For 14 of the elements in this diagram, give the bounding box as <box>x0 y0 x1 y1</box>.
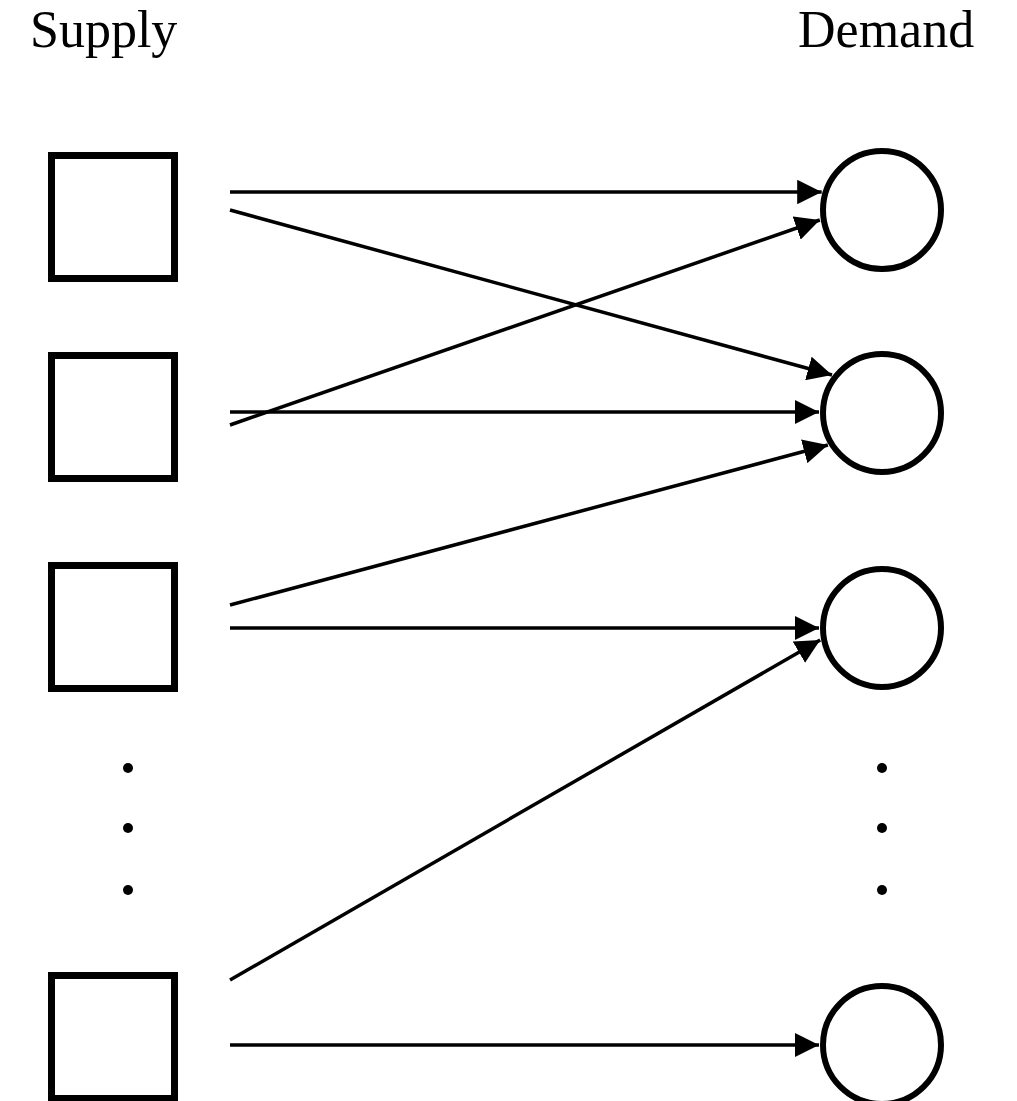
supply-square <box>48 562 178 692</box>
arrow <box>229 638 822 982</box>
arrow <box>230 179 822 205</box>
column-heading: Demand <box>798 4 975 56</box>
arrow <box>229 208 833 381</box>
supply-square <box>48 972 178 1101</box>
arrow <box>229 439 829 607</box>
column-heading: Supply <box>30 4 178 56</box>
arrow <box>230 1032 819 1058</box>
arrow <box>230 615 819 641</box>
arrow <box>229 216 821 427</box>
arrow <box>230 399 819 425</box>
supply-square <box>48 352 178 482</box>
supply-square <box>48 152 178 282</box>
